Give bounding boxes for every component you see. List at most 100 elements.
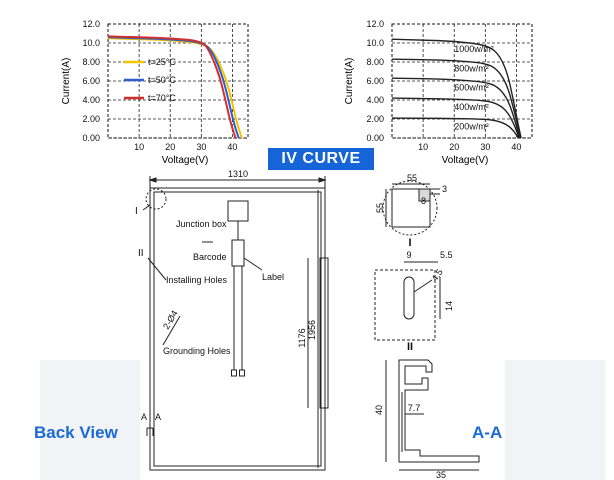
connector-2 (239, 369, 245, 377)
chart-1-x-label: Voltage(V) (162, 155, 209, 166)
detail-2-b-text: 5.5 (440, 250, 453, 260)
caption-panel-left (40, 360, 140, 480)
detail-2-marker: II (138, 248, 144, 259)
x-tick-label: 10 (134, 142, 144, 152)
hole-spacing-text: 1176 (297, 328, 307, 347)
junction-box-shape (227, 200, 249, 222)
section-labels: 40 7.7 35 (374, 403, 446, 480)
installing-holes-label: Installing Holes (166, 275, 228, 285)
grounding-holes-label: Grounding Holes (163, 346, 231, 356)
legend-label: t=70°C (148, 93, 176, 103)
detail-2-title: II (407, 341, 413, 353)
label-leader (243, 257, 263, 271)
curve-label: 200w/m² (454, 122, 489, 132)
detail-1-corner-inner (418, 188, 431, 202)
series-line (107, 36, 240, 139)
detail-1-labels: 55 55 8 3 I (375, 173, 447, 249)
caption-panel-right (505, 360, 605, 480)
y-tick-label: 12.0 (82, 19, 100, 29)
y-tick-label: 4.00 (82, 95, 100, 105)
x-tick-label: 40 (227, 142, 237, 152)
section-height-text: 40 (374, 405, 384, 415)
height-dimension-text: 1956 (307, 320, 317, 340)
barcode-label: Barcode (193, 252, 227, 262)
legend-label: t=25°C (148, 57, 176, 67)
detail-2-drawing (374, 261, 441, 341)
series-line (391, 77, 521, 139)
chart-2-y-label: Current(A) (344, 58, 355, 105)
legend-label: t=50°C (148, 75, 176, 85)
x-tick-label: 10 (418, 142, 428, 152)
detail-2-frame (374, 269, 436, 341)
label-shape (231, 239, 245, 267)
detail-1-small-text: 3 (442, 184, 447, 194)
detail-1-corner-outer (391, 188, 431, 228)
grounding-holes-leader (162, 315, 181, 346)
y-tick-label: 0.00 (366, 133, 384, 143)
y-tick-label: 2.00 (82, 114, 100, 124)
y-tick-label: 8.00 (366, 57, 384, 67)
y-tick-label: 10.0 (366, 38, 384, 48)
chart-2-x-label: Voltage(V) (442, 155, 489, 166)
chart-1-y-label: Current(A) (61, 58, 72, 105)
module-frame-outer (149, 187, 326, 471)
chart-1-frame (107, 23, 249, 139)
frame-profile-outline (398, 359, 480, 463)
chart-1-curves (107, 35, 243, 139)
chart-1-x-ticks: 10 20 30 40 (134, 142, 237, 152)
series-line (107, 35, 237, 139)
detail-2-dia-leader (413, 279, 433, 293)
back-view-drawing (142, 176, 329, 471)
chart-2-x-ticks: 10 20 30 40 (418, 142, 521, 152)
x-tick-label: 30 (196, 142, 206, 152)
curve-label: 400w/m² (454, 102, 489, 112)
detail-1-leader (142, 204, 151, 211)
detail-1-height-text: 55 (375, 203, 385, 213)
x-tick-label: 20 (449, 142, 459, 152)
detail-1-circle (145, 188, 167, 210)
detail-1-circle-large (382, 180, 438, 236)
curve-label: 1000w/m² (454, 44, 494, 54)
y-tick-label: 10.0 (82, 38, 100, 48)
module-side-rail (319, 257, 329, 409)
chart-2-curves (391, 38, 522, 139)
x-tick-label: 30 (480, 142, 490, 152)
detail-1-gap-text: 8 (421, 196, 426, 206)
section-inner-text: 7.7 (408, 403, 421, 413)
series-line (391, 117, 520, 139)
hole-size-label: 2-Ø4 (161, 309, 180, 331)
label-label: Label (262, 272, 284, 282)
detail-2-a-text: 9 (406, 250, 411, 260)
y-tick-label: 2.00 (366, 114, 384, 124)
width-dimension-text: 1310 (228, 169, 248, 179)
detail-1-drawing (382, 180, 440, 236)
section-mark-right: A (155, 412, 161, 422)
x-tick-label: 20 (165, 142, 175, 152)
module-frame-inner (153, 191, 322, 467)
x-tick-label: 40 (511, 142, 521, 152)
series-line (391, 38, 522, 139)
connector-1 (231, 369, 237, 377)
width-arrow-right (318, 177, 327, 183)
detail-2-len-text: 14 (444, 301, 454, 311)
y-tick-label: 8.00 (82, 57, 100, 67)
y-tick-label: 6.00 (82, 76, 100, 86)
curve-label: 600w/m² (454, 83, 489, 93)
y-tick-label: 12.0 (366, 19, 384, 29)
chart-1-legend: t=25°C t=50°C t=70°C (124, 57, 176, 103)
detail-1-width-text: 55 (407, 173, 417, 183)
curve-label: 800w/m² (454, 64, 489, 74)
detail-2-slot (403, 276, 415, 320)
detail-1-title: I (408, 237, 411, 249)
installing-holes-leader (147, 257, 167, 281)
y-tick-label: 4.00 (366, 95, 384, 105)
section-mark-left: A (141, 412, 147, 422)
detail-1-marker: I (135, 206, 138, 217)
junction-box-label: Junction box (176, 219, 227, 229)
section-profile-drawing (385, 359, 480, 471)
